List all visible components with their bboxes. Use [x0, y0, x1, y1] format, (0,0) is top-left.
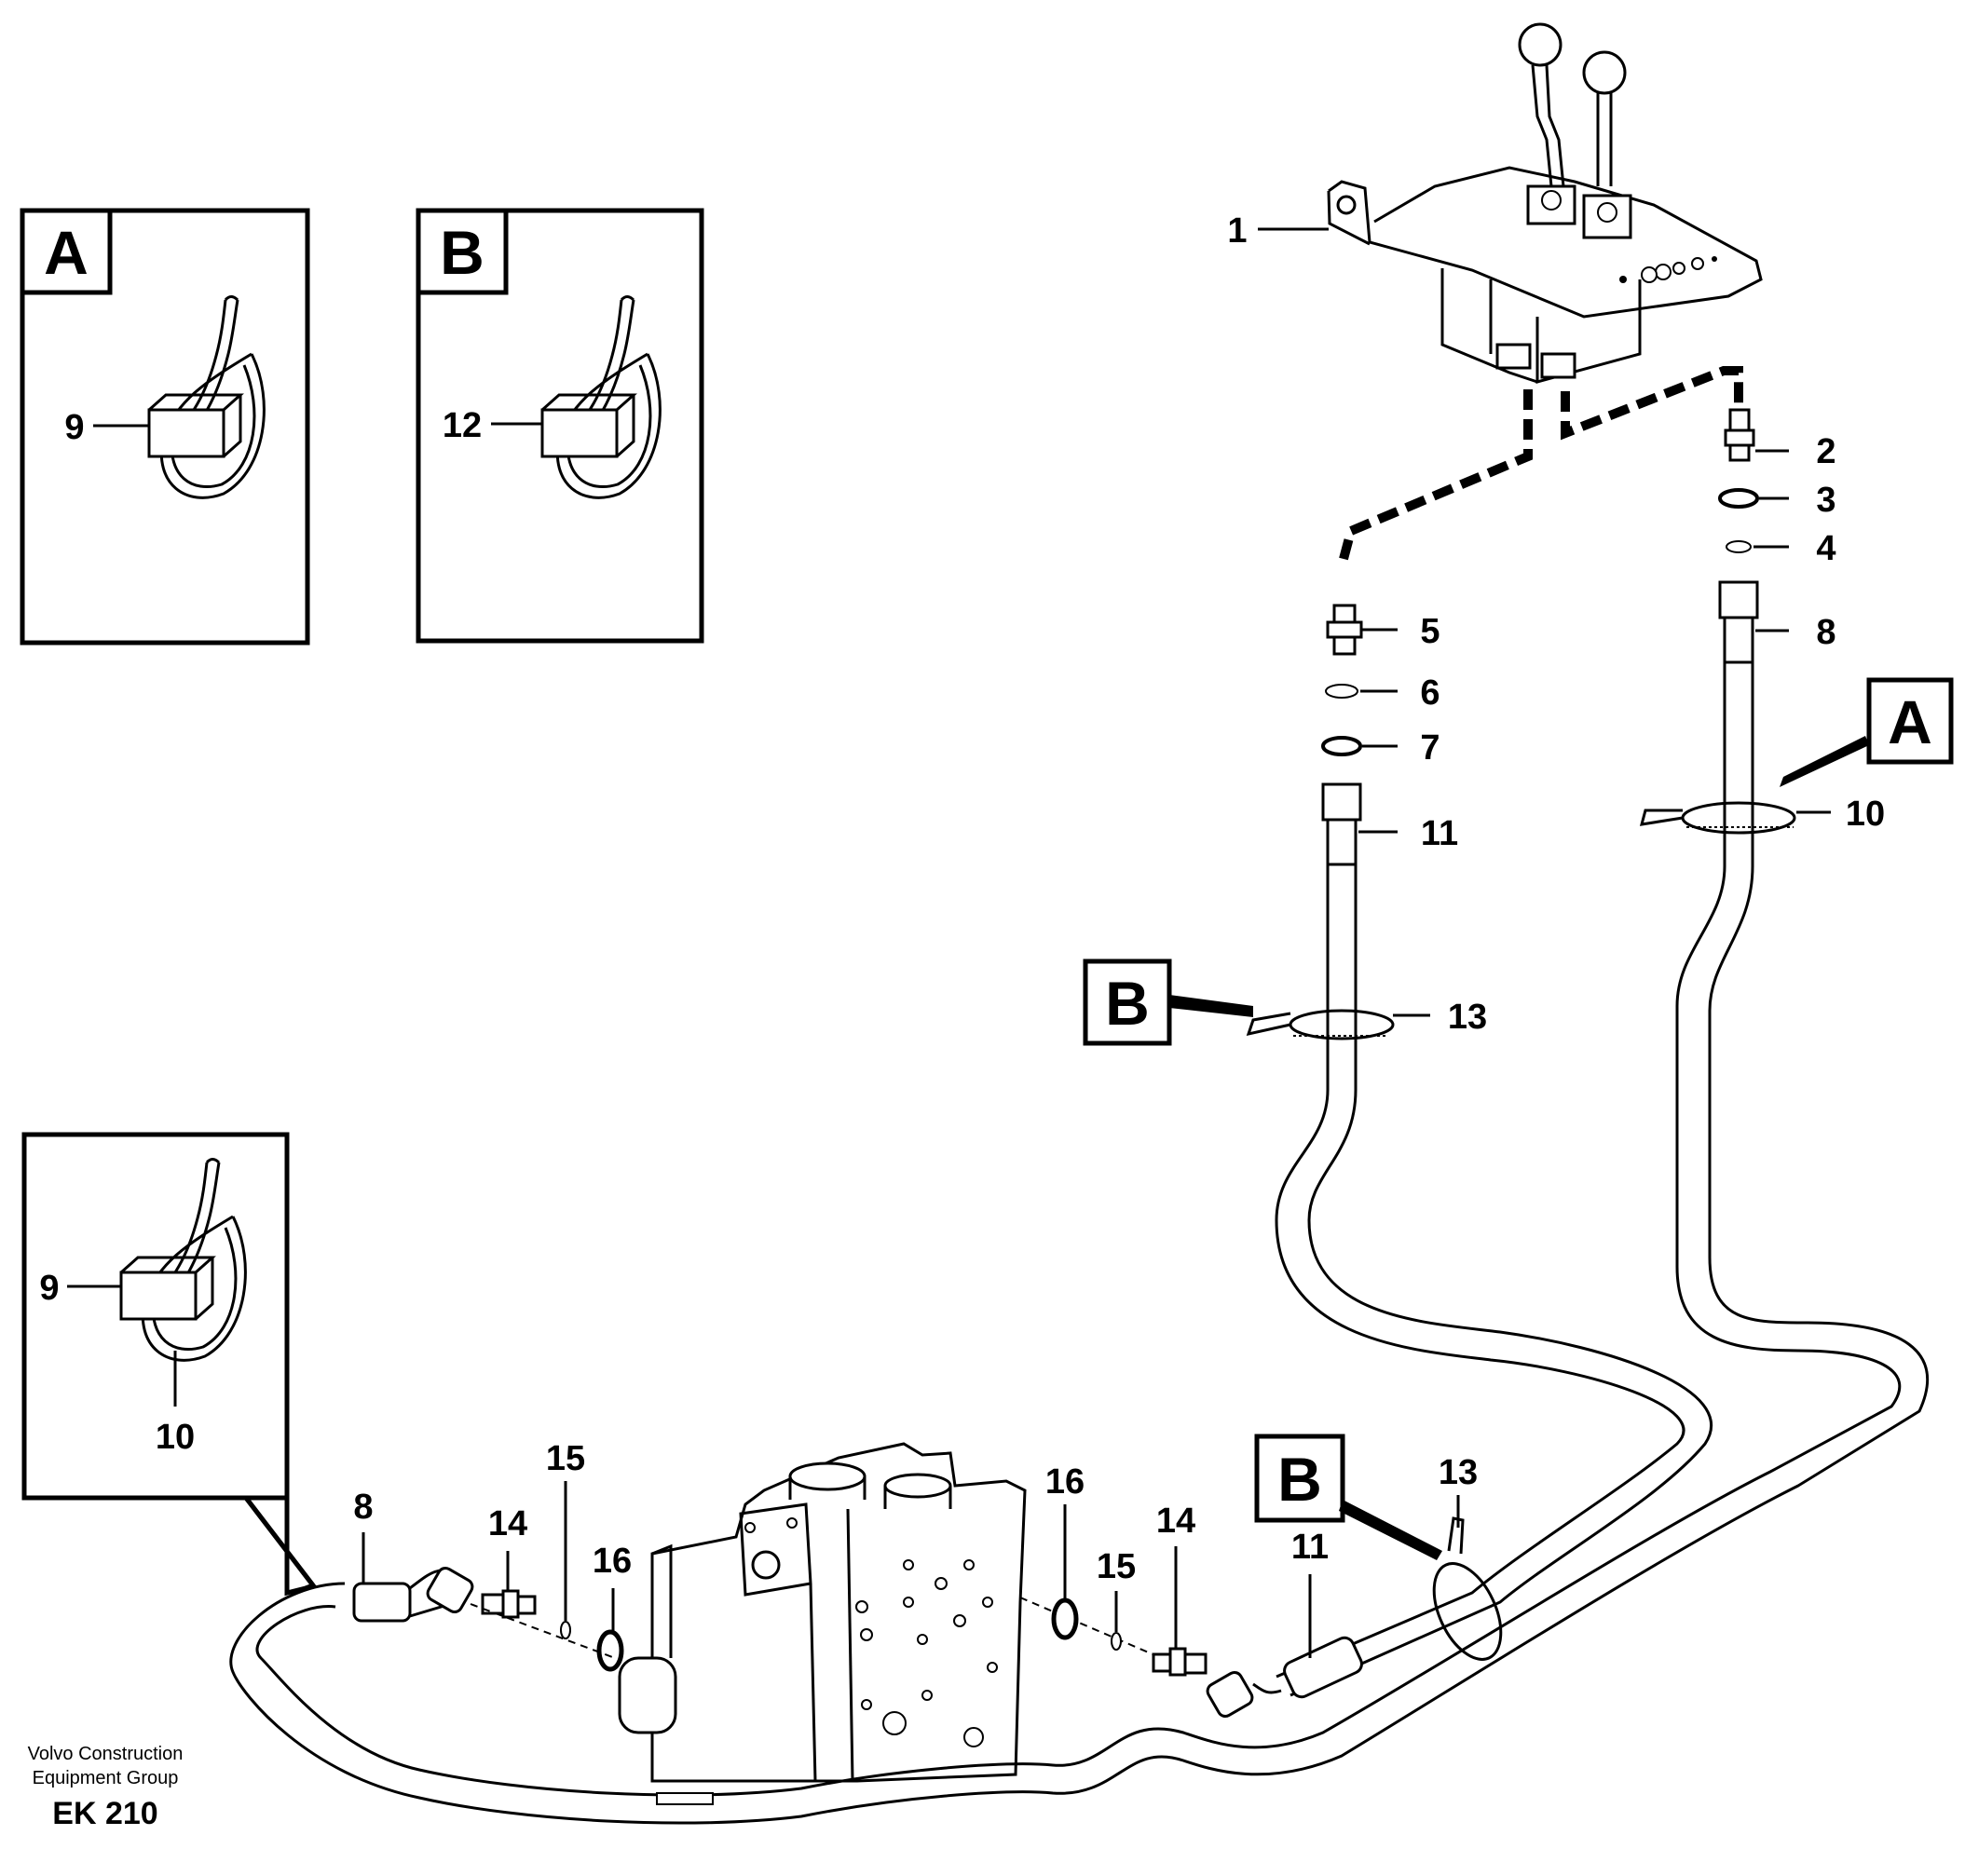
- footer-code: EK 210: [52, 1796, 157, 1831]
- hose-11: [1290, 864, 1713, 1697]
- hose-connector-dashed: [1561, 366, 1743, 441]
- fitting-2: [1724, 408, 1755, 462]
- fitting-5: [1326, 604, 1363, 656]
- callout-13-upper: 13: [1448, 998, 1487, 1037]
- detail-box-a-label: A: [44, 218, 89, 287]
- cable-tie-mount-icon: [540, 295, 662, 499]
- callout-14-left: 14: [488, 1504, 527, 1543]
- clamp-13-upper: [1246, 1009, 1395, 1040]
- callout-8-bottom: 8: [353, 1488, 373, 1527]
- o-ring-4: [1726, 540, 1752, 553]
- hose-11-end: [1206, 1636, 1363, 1719]
- detail-box-a: A 9: [20, 208, 310, 646]
- callout-15-right: 15: [1097, 1547, 1136, 1586]
- hose-8: [229, 662, 1930, 1825]
- callout-10-right: 10: [1846, 795, 1885, 834]
- footer: Volvo Construction Equipment Group EK 21…: [28, 1744, 184, 1831]
- callout-16-left: 16: [593, 1542, 632, 1581]
- callout-14-right: 14: [1156, 1502, 1195, 1541]
- callout-9-bottom: 9: [39, 1269, 59, 1308]
- ref-box-b-middle: B: [1083, 958, 1253, 1046]
- callout-11-lower: 11: [1291, 1528, 1329, 1567]
- callout-16-right: 16: [1045, 1462, 1085, 1502]
- cable-tie-mount-icon: [147, 295, 266, 499]
- ref-a-label: A: [1888, 687, 1932, 756]
- washer-16-right: [1051, 1597, 1079, 1640]
- callout-2: 2: [1816, 432, 1835, 471]
- detail-box-bottom: 9 10: [21, 1132, 318, 1597]
- footer-company-line1: Volvo Construction: [28, 1744, 184, 1764]
- callout-7: 7: [1420, 728, 1440, 768]
- detail-box-b: B 12: [416, 208, 704, 644]
- callout-12: 12: [443, 406, 482, 445]
- callout-1: 1: [1227, 211, 1247, 251]
- pilot-control-valve: 1: [1227, 22, 1763, 384]
- o-ring-6: [1325, 684, 1358, 699]
- callout-3: 3: [1816, 481, 1835, 520]
- callout-8-top: 8: [1816, 613, 1835, 652]
- ref-b-label: B: [1105, 969, 1150, 1038]
- callout-6: 6: [1420, 673, 1440, 713]
- callout-11-upper: 11: [1421, 814, 1458, 853]
- hose-8: [255, 662, 1902, 1797]
- ref-box-b-lower: B: [1254, 1434, 1442, 1560]
- callout-9-a: 9: [64, 408, 84, 447]
- hose-8-end: [352, 1566, 474, 1623]
- hose-11-fitting: [1321, 782, 1362, 866]
- callout-15-left: 15: [546, 1439, 585, 1478]
- ref-box-a-right: A: [1780, 677, 1954, 787]
- washer-3: [1718, 488, 1759, 509]
- hose-8-fitting: [1718, 580, 1759, 664]
- o-ring-15-right: [1111, 1632, 1122, 1651]
- o-ring-15-left: [560, 1621, 571, 1639]
- washer-16-left: [596, 1629, 624, 1672]
- washer-7: [1321, 736, 1362, 756]
- footer-company-line2: Equipment Group: [33, 1768, 179, 1788]
- callout-5: 5: [1420, 612, 1440, 651]
- callout-10-bottom: 10: [156, 1418, 195, 1457]
- hose-connector-dashed: [1339, 389, 1533, 561]
- main-control-valve: [618, 1442, 1027, 1805]
- callout-4: 4: [1816, 529, 1835, 568]
- cable-tie-mount-icon: [119, 1158, 247, 1362]
- fitting-14-right: [1152, 1647, 1208, 1677]
- ref-b-lower-label: B: [1277, 1445, 1322, 1514]
- fitting-14-left: [481, 1589, 537, 1619]
- detail-box-b-label: B: [440, 218, 484, 287]
- hose-11: [1275, 864, 1685, 1679]
- callout-13-lower: 13: [1439, 1453, 1478, 1492]
- clamp-10: [1639, 801, 1796, 835]
